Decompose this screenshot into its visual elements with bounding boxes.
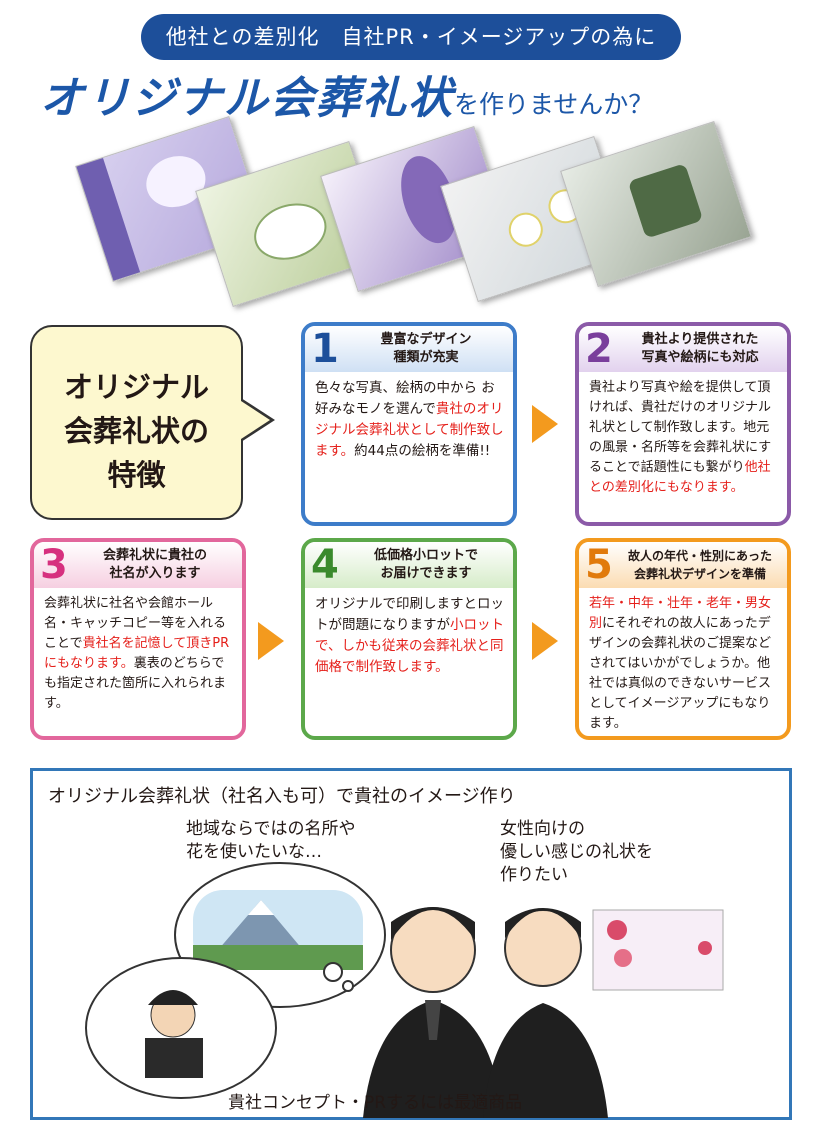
panel-5-title: 故人の年代・性別にあった会葬礼状デザインを準備 [627, 549, 772, 581]
header-banner: 他社との差別化 自社PR・イメージアップの為に [141, 14, 681, 60]
panel-4-title: 低価格小ロットでお届けできます [373, 548, 478, 581]
panel-3-header: 3 会葬礼状に貴社の社名が入ります [34, 542, 242, 588]
panel-3: 3 会葬礼状に貴社の社名が入ります 会葬礼状に社名や会館ホール名・キャッチコピー… [30, 538, 246, 740]
panel-4: 4 低価格小ロットでお届けできます オリジナルで印刷しますとロットが問題になりま… [301, 538, 517, 740]
panel-2-title: 貴社より提供された写真や絵柄にも対応 [641, 332, 759, 365]
panel-4-header: 4 低価格小ロットでお届けできます [305, 542, 513, 588]
panel-5-body: 若年・中年・壮年・老年・男女別にそれぞれの故人にあったデザインの会葬礼状のご提案… [589, 596, 772, 731]
feature-title: オリジナル 会葬礼状の 特徴 [32, 365, 241, 497]
thought-right: 女性向けの 優しい感じの礼状を 作りたい [500, 819, 653, 885]
headline-main: オリジナル会葬礼状 [40, 73, 454, 124]
panel-1-header: 1 豊富なデザイン種類が充実 [305, 326, 513, 372]
headline: オリジナル会葬礼状を作りませんか？ [40, 62, 800, 124]
scene-title: オリジナル会葬礼状（社名入も可）で貴社のイメージ作り [48, 786, 516, 807]
panel-2-body: 貴社より写真や絵を提供して頂ければ、貴社だけのオリジナル礼状として制作致します。… [589, 380, 772, 495]
panel-1-number: 1 [311, 326, 339, 372]
panel-5: 5 故人の年代・性別にあった会葬礼状デザインを準備 若年・中年・壮年・老年・男女… [575, 538, 791, 740]
feature-line-1: オリジナル [63, 370, 209, 404]
panel-3-body: 会葬礼状に社名や会館ホール名・キャッチコピー等を入れることで貴社名を記憶して頂き… [44, 596, 230, 711]
thought-left: 地域ならではの名所や 花を使いたいな… [186, 819, 356, 862]
panel-4-number: 4 [311, 542, 339, 588]
feature-box: オリジナル 会葬礼状の 特徴 [30, 325, 243, 520]
panel-1-body: 色々な写真、絵柄の中から お好みなモノを選んで貴社のオリジナル会葬礼状として制作… [315, 380, 504, 459]
panel-1-title: 豊富なデザイン種類が充実 [380, 332, 472, 365]
panel-2-header: 2 貴社より提供された写真や絵柄にも対応 [579, 326, 787, 372]
arrow-3-4 [258, 622, 284, 660]
scene-caption: 貴社コンセプト・PRするには最適商品 [228, 1093, 523, 1113]
arrow-1-2 [532, 405, 558, 443]
headline-sub: を作りませんか？ [454, 90, 654, 119]
scene-illustration [85, 862, 724, 1118]
feature-line-3: 特徴 [107, 458, 166, 492]
panel-2: 2 貴社より提供された写真や絵柄にも対応 貴社より写真や絵を提供して頂ければ、貴… [575, 322, 791, 526]
panel-3-number: 3 [40, 542, 68, 588]
panel-3-title: 会葬礼状に貴社の社名が入ります [102, 548, 207, 581]
panel-5-header: 5 故人の年代・性別にあった会葬礼状デザインを準備 [579, 542, 787, 588]
panel-5-number: 5 [585, 542, 613, 588]
sample-cards [75, 115, 780, 318]
feature-line-2: 会葬礼状の [63, 414, 209, 448]
arrow-4-5 [532, 622, 558, 660]
panel-2-number: 2 [585, 326, 613, 372]
panel-4-body: オリジナルで印刷しますとロットが問題になりますが小ロットで、しかも従来の会葬礼状… [315, 596, 504, 675]
feature-pointer-fill [241, 401, 270, 439]
panel-1: 1 豊富なデザイン種類が充実 色々な写真、絵柄の中から お好みなモノを選んで貴社… [301, 322, 517, 526]
